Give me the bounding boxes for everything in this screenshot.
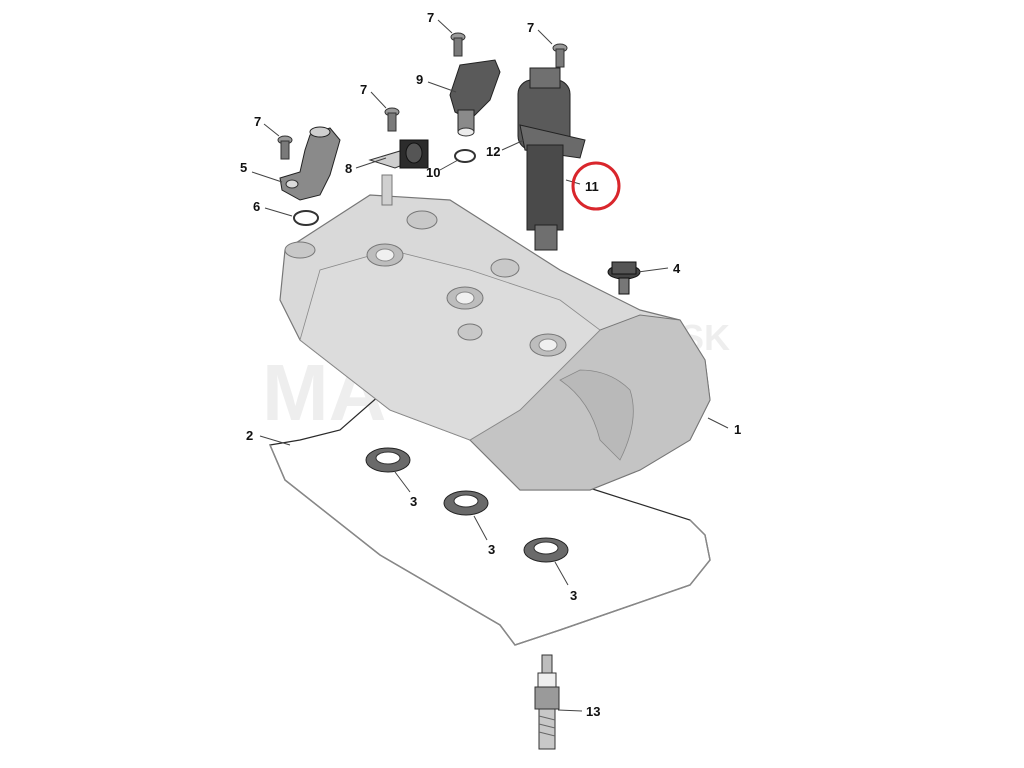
callout-3: 3 [488, 542, 495, 557]
o-ring [454, 149, 476, 163]
sensor [449, 59, 501, 137]
callout-7: 7 [427, 10, 434, 25]
valve-cover-gasket-inner [269, 444, 711, 646]
callout-3: 3 [410, 494, 417, 509]
callout-1: 1 [734, 422, 741, 437]
callout-13: 13 [586, 704, 600, 719]
callout-5: 5 [240, 160, 247, 175]
bolt [450, 32, 466, 57]
bolt [384, 107, 400, 132]
callout-2: 2 [246, 428, 253, 443]
callout-7: 7 [527, 20, 534, 35]
highlight-circle [571, 161, 621, 211]
bolt [552, 43, 568, 68]
o-ring [293, 210, 319, 226]
bracket [368, 139, 429, 169]
plug [607, 261, 641, 295]
bolt [277, 135, 293, 160]
callout-10: 10 [426, 165, 440, 180]
callout-11: 11 [585, 179, 599, 194]
hose-fitting [279, 126, 341, 201]
valve-cover [279, 174, 711, 491]
callout-7: 7 [254, 114, 261, 129]
callout-7: 7 [360, 82, 367, 97]
spark-plug [534, 654, 560, 750]
ignition-coil [517, 67, 586, 251]
leader-lines [251, 19, 729, 712]
callout-8: 8 [345, 161, 352, 176]
callout-3: 3 [570, 588, 577, 603]
callout-6: 6 [253, 199, 260, 214]
callout-9: 9 [416, 72, 423, 87]
callout-4: 4 [673, 261, 681, 276]
callout-12: 12 [486, 144, 500, 159]
